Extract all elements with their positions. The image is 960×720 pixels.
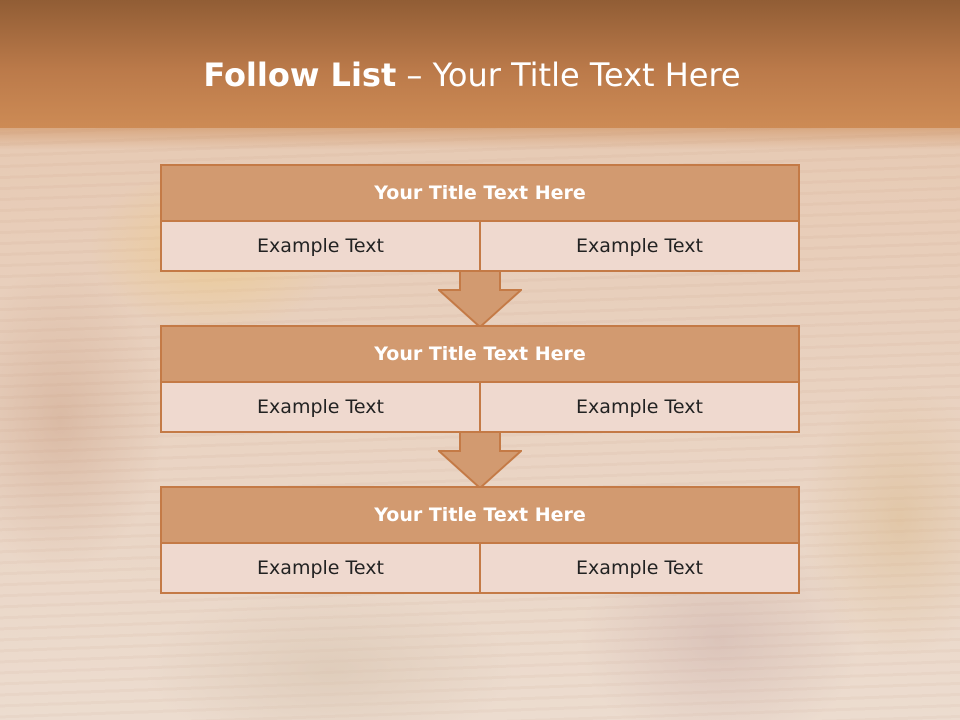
block-cell-right: Example Text — [479, 544, 798, 592]
title-band — [0, 0, 960, 128]
down-arrow-icon — [438, 270, 522, 328]
block-cell-right: Example Text — [479, 222, 798, 270]
list-block-2: Your Title Text Here Example Text Exampl… — [160, 325, 800, 433]
block-cell-right: Example Text — [479, 383, 798, 431]
block-title: Your Title Text Here — [162, 166, 798, 222]
slide-title-strong: Follow List — [203, 56, 397, 94]
block-row: Example Text Example Text — [162, 383, 798, 431]
block-cell-left: Example Text — [162, 222, 479, 270]
block-cell-left: Example Text — [162, 383, 479, 431]
list-block-1: Your Title Text Here Example Text Exampl… — [160, 164, 800, 272]
down-arrow-icon — [438, 431, 522, 489]
slide-title: Follow List – Your Title Text Here — [0, 55, 944, 95]
slide-title-light: – Your Title Text Here — [396, 56, 741, 94]
block-row: Example Text Example Text — [162, 222, 798, 270]
block-title: Your Title Text Here — [162, 488, 798, 544]
block-cell-left: Example Text — [162, 544, 479, 592]
list-block-3: Your Title Text Here Example Text Exampl… — [160, 486, 800, 594]
block-title: Your Title Text Here — [162, 327, 798, 383]
block-row: Example Text Example Text — [162, 544, 798, 592]
